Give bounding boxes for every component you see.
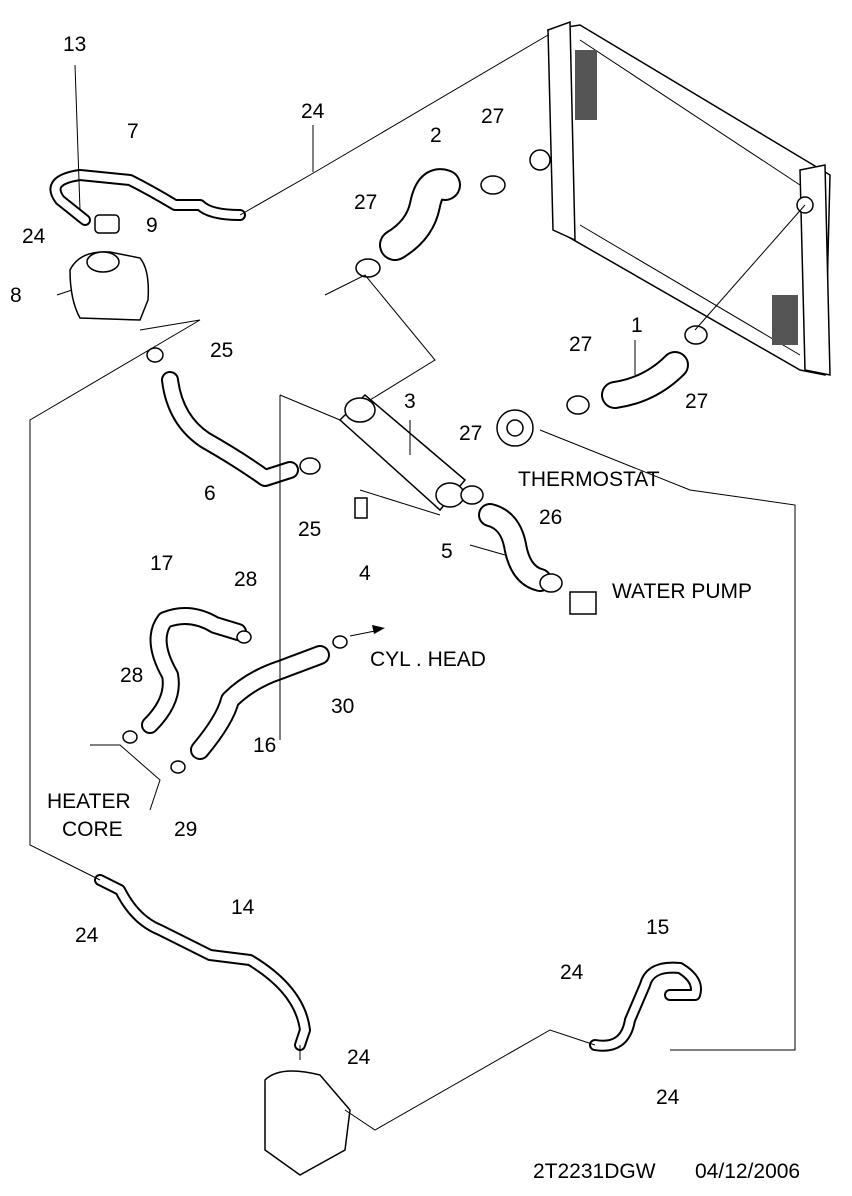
callout-14: 14 — [231, 896, 255, 919]
callout-24: 24 — [75, 924, 99, 947]
water-pump-housing — [264, 1070, 351, 1176]
callout-13: 13 — [63, 33, 87, 56]
callout-2: 2 — [430, 124, 442, 147]
callout-25: 25 — [298, 518, 322, 541]
callout-26: 26 — [539, 506, 563, 529]
callout-7: 7 — [127, 120, 139, 143]
callout-15: 15 — [646, 916, 670, 939]
heater-label: HEATER — [47, 790, 131, 813]
radiator — [529, 20, 831, 376]
water-pump-label: WATER PUMP — [612, 580, 752, 603]
callout-28: 28 — [234, 568, 258, 591]
callout-24: 24 — [301, 100, 325, 123]
callout-30: 30 — [331, 695, 355, 718]
callout-24: 24 — [22, 225, 46, 248]
callout-6: 6 — [204, 482, 216, 505]
callout-27: 27 — [569, 333, 593, 356]
cyl-head-label: CYL . HEAD — [370, 648, 486, 671]
core-label: CORE — [62, 818, 123, 841]
callout-9: 9 — [146, 214, 158, 237]
callout-24: 24 — [347, 1046, 371, 1069]
callout-25: 25 — [210, 339, 234, 362]
callout-24: 24 — [656, 1086, 680, 1109]
callout-27: 27 — [354, 191, 378, 214]
callout-5: 5 — [441, 540, 453, 563]
footer-code: 2T2231DGW — [533, 1160, 656, 1183]
callout-28: 28 — [120, 664, 144, 687]
callout-16: 16 — [253, 734, 277, 757]
leader-lines — [29, 34, 806, 1131]
callout-17: 17 — [150, 552, 174, 575]
callout-29: 29 — [174, 818, 198, 841]
callout-8: 8 — [10, 284, 22, 307]
callout-24: 24 — [560, 961, 584, 984]
callout-27: 27 — [685, 390, 709, 413]
callout-1: 1 — [631, 314, 643, 337]
callout-27: 27 — [459, 422, 483, 445]
expansion-tank — [69, 251, 150, 321]
callout-4: 4 — [359, 562, 371, 585]
callout-3: 3 — [404, 390, 416, 413]
callout-27: 27 — [481, 105, 505, 128]
thermostat-label: THERMOSTAT — [518, 468, 660, 491]
footer-date: 04/12/2006 — [695, 1160, 801, 1183]
